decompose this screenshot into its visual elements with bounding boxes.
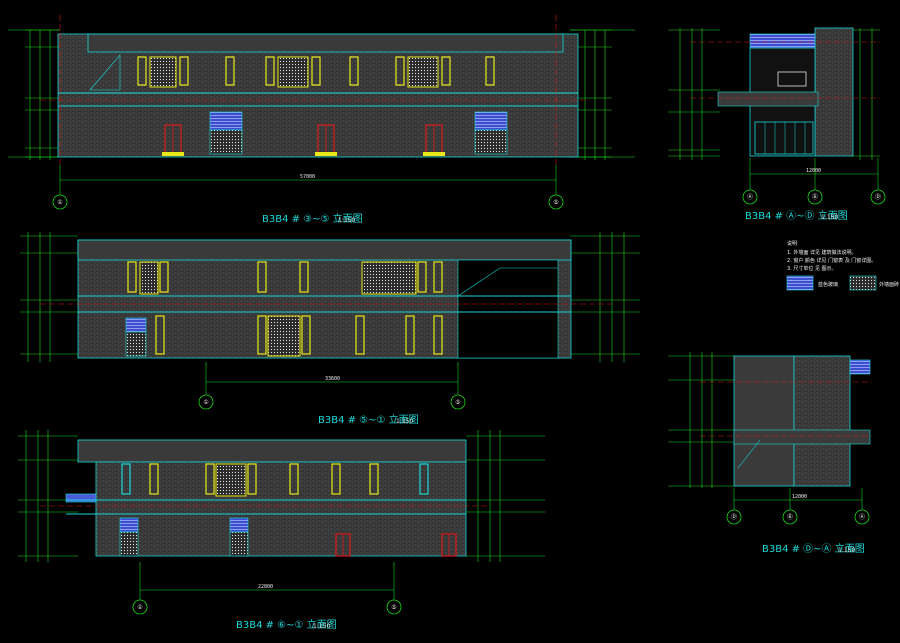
drawing-scale: 1:150 [338, 217, 355, 224]
svg-text:①: ① [137, 604, 142, 611]
stair-tower [814, 27, 854, 157]
drawing-scale: 1:150 [396, 418, 413, 425]
lower-openings [119, 517, 457, 557]
svg-text:⑤: ⑤ [455, 399, 460, 406]
stair-tower [793, 355, 851, 487]
lower-openings [162, 111, 508, 156]
axis-bubble-left: ① [52, 165, 68, 210]
svg-text:Ⓑ: Ⓑ [787, 513, 793, 521]
drawing-title: B3B4 # Ⓓ~Ⓐ 立面图 [762, 542, 865, 555]
upper-windows [127, 261, 443, 295]
axis-bubbles: ① ⑤ [198, 362, 466, 410]
legend-swatch-tile [849, 275, 877, 291]
svg-text:2. 窗户 颜色 详见 门窗表 及 门窗详图。: 2. 窗户 颜色 详见 门窗表 及 门窗详图。 [787, 257, 876, 264]
axis-bubbles: Ⓐ Ⓑ Ⓓ [742, 158, 886, 205]
svg-text:3. 尺寸单位 见 图示。: 3. 尺寸单位 见 图示。 [787, 265, 837, 272]
svg-text:①: ① [57, 199, 62, 206]
axis-lines [59, 15, 557, 165]
elevation-c: 22800 ① ⑤ B3B4 # ⑥~① 立面图 1:150 [18, 430, 545, 631]
legend-swatch-glass [786, 275, 814, 291]
upper-windows [121, 463, 429, 497]
svg-text:⑤: ⑤ [391, 604, 396, 611]
upper-windows [137, 56, 495, 88]
drawing-title: B3B4 # ③~⑤ 立面图 [262, 212, 363, 225]
svg-text:12000: 12000 [806, 168, 821, 174]
svg-text:33600: 33600 [325, 376, 340, 382]
axis-bubbles: Ⓓ Ⓑ Ⓐ [726, 488, 870, 525]
drawing-scale: 1:150 [313, 623, 330, 630]
svg-text:1. 外墙面 详见 建筑做法说明。: 1. 外墙面 详见 建筑做法说明。 [787, 249, 857, 256]
svg-text:Ⓐ: Ⓐ [859, 513, 865, 521]
legend: 说明 1. 外墙面 详见 建筑做法说明。 2. 窗户 颜色 详见 门窗表 及 门… [786, 240, 899, 291]
elevation-b: 33600 ① ⑤ B3B4 # ⑤~① 立面图 1:150 [20, 232, 640, 426]
svg-text:Ⓓ: Ⓓ [875, 193, 881, 201]
parapet [87, 33, 564, 53]
elevation-d: 12000 Ⓐ Ⓑ Ⓓ B3B4 # Ⓐ~Ⓓ 立面图 1:150 [668, 27, 886, 222]
drawing-title: B3B4 # Ⓐ~Ⓓ 立面图 [745, 209, 848, 222]
svg-text:Ⓓ: Ⓓ [731, 513, 737, 521]
dimension-lines-right [570, 29, 635, 160]
axis-bubbles: ① ⑤ [132, 562, 402, 615]
svg-text:12000: 12000 [792, 494, 807, 500]
svg-text:蓝色玻璃: 蓝色玻璃 [818, 281, 838, 288]
drawing-scale: 1:150 [821, 214, 838, 221]
svg-text:22800: 22800 [258, 584, 273, 590]
building-facade [95, 461, 467, 557]
drawing-scale: 1:150 [838, 547, 855, 554]
elevation-a: 57000 ① ⑤ B3B4 # ③~⑤ 立面图 1:150 [8, 15, 635, 225]
svg-text:⑤: ⑤ [553, 199, 558, 206]
elevation-e: 12000 Ⓓ Ⓑ Ⓐ B3B4 # Ⓓ~Ⓐ 立面图 1:150 [668, 352, 872, 555]
dimension-lines-left [8, 29, 60, 160]
svg-text:说明: 说明 [787, 240, 797, 247]
svg-text:Ⓑ: Ⓑ [812, 193, 818, 201]
svg-text:①: ① [203, 399, 208, 406]
svg-text:Ⓐ: Ⓐ [747, 193, 753, 201]
lower-windows [125, 315, 443, 357]
drawing-title: B3B4 # ⑤~① 立面图 [318, 413, 419, 426]
overall-dimension: 57000 [300, 174, 315, 180]
drawing-title: B3B4 # ⑥~① 立面图 [236, 618, 337, 631]
axis-bubble-right: ⑤ [548, 165, 564, 210]
svg-text:外墙面砖: 外墙面砖 [879, 281, 899, 288]
